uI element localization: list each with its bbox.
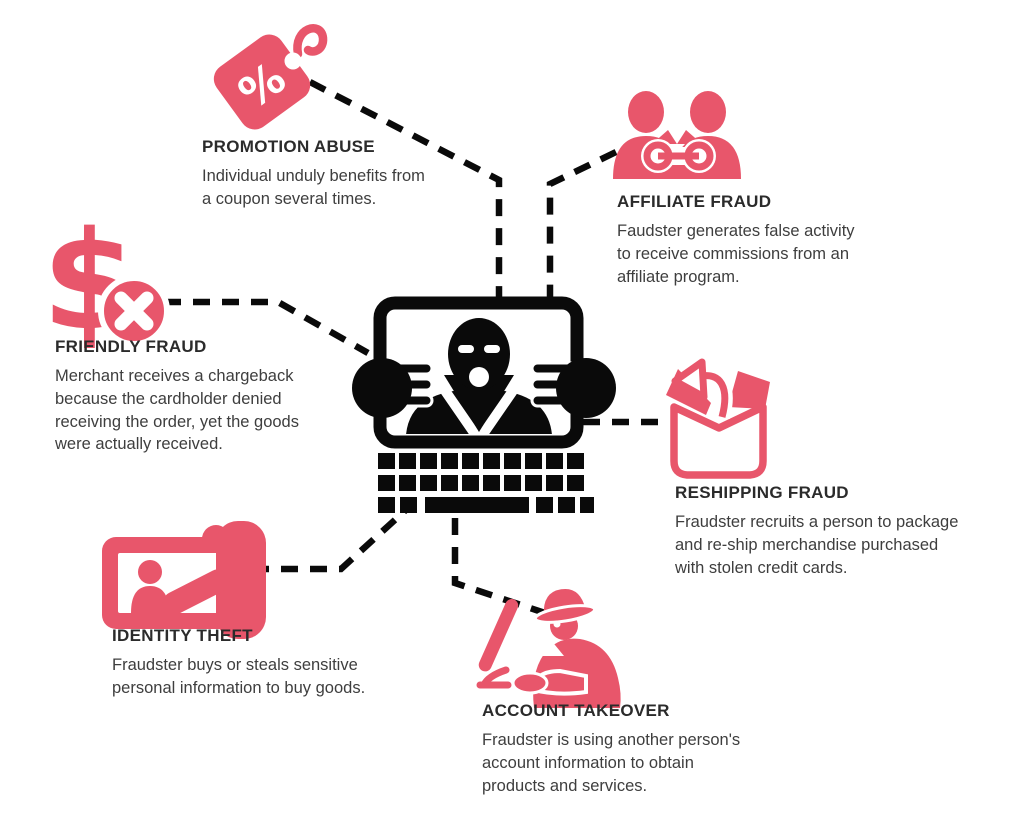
dollar-cancel-icon: $ bbox=[42, 210, 170, 350]
fraud-title: AFFILIATE FRAUD bbox=[617, 192, 772, 211]
fraud-description: Fraudster recruits a person to package a… bbox=[675, 513, 959, 577]
fraud-title: PROMOTION ABUSE bbox=[202, 137, 375, 156]
id-card-in-hand-icon bbox=[102, 521, 266, 639]
fraud-item-friendly-fraud: FRIENDLY FRAUD Merchant receives a charg… bbox=[55, 337, 355, 456]
fraud-title: RESHIPPING FRAUD bbox=[675, 483, 849, 502]
fraud-description: Faudster generates false activity to rec… bbox=[617, 222, 855, 286]
fraud-title: IDENTITY THEFT bbox=[112, 626, 253, 645]
connector-promotion-abuse bbox=[308, 79, 503, 301]
discount-tag-icon: % bbox=[213, 24, 328, 130]
open-box-return-arrow-icon bbox=[666, 358, 770, 479]
fraud-item-affiliate-fraud: AFFILIATE FRAUD Faudster generates false… bbox=[617, 192, 917, 288]
fraud-item-reshipping-fraud: RESHIPPING FRAUD Fraudster recruits a pe… bbox=[675, 483, 1005, 579]
masked-fraudster-laptop-icon bbox=[352, 296, 616, 513]
fraud-description: Fraudster buys or steals sensitive perso… bbox=[112, 656, 366, 697]
left-hand bbox=[352, 358, 434, 418]
fraud-title: ACCOUNT TAKEOVER bbox=[482, 701, 670, 720]
connector-identity-theft bbox=[252, 505, 411, 573]
fraud-item-identity-theft: IDENTITY THEFT Fraudster buys or steals … bbox=[112, 626, 422, 700]
fraud-description: Fraudster is using another person's acco… bbox=[482, 731, 741, 795]
fraud-title: FRIENDLY FRAUD bbox=[55, 337, 207, 356]
right-hand bbox=[530, 358, 616, 418]
linked-affiliates-icon bbox=[613, 91, 741, 179]
fraud-item-account-takeover: ACCOUNT TAKEOVER Fraudster is using anot… bbox=[482, 701, 782, 797]
fraud-description: Merchant receives a chargeback because t… bbox=[55, 367, 299, 454]
keyboard bbox=[378, 453, 594, 513]
connector-affiliate-fraud bbox=[546, 149, 618, 301]
fraud-item-promotion-abuse: PROMOTION ABUSE Individual unduly benefi… bbox=[202, 137, 482, 211]
spy-at-computer-icon bbox=[476, 588, 621, 708]
fraud-description: Individual unduly benefits from a coupon… bbox=[202, 167, 425, 208]
connector-friendly-fraud bbox=[164, 298, 370, 356]
